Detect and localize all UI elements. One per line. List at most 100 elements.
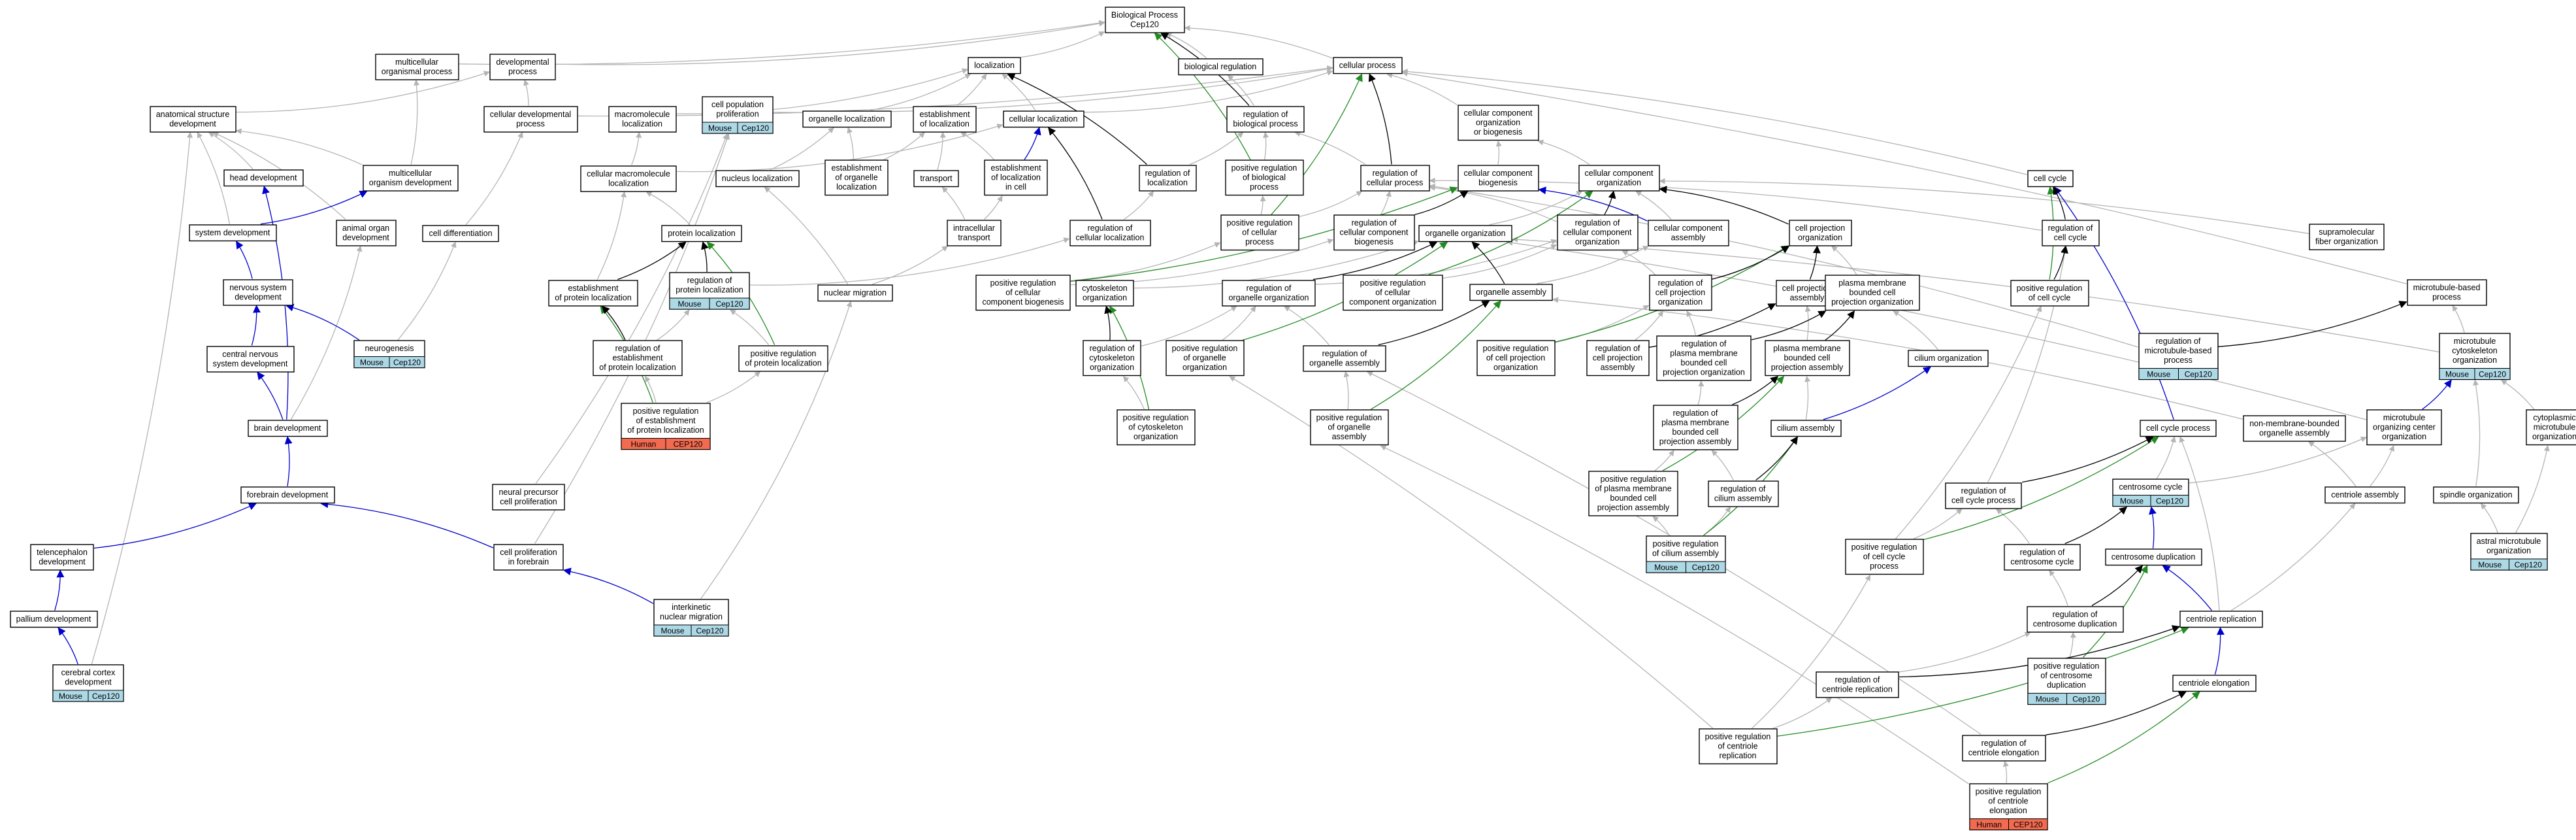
go-term-node-orgorg[interactable]: organelle organization bbox=[1418, 225, 1512, 243]
go-term-node-bioreg[interactable]: biological regulation bbox=[1178, 58, 1264, 76]
go-term-node-cellcycle[interactable]: cell cycle bbox=[2027, 170, 2074, 188]
go-term-node-centasm[interactable]: centriole assembly bbox=[2324, 486, 2405, 504]
go-term-node-regmbp[interactable]: regulation ofmicrotubule-basedprocessMou… bbox=[2138, 333, 2219, 380]
go-term-node-mco[interactable]: microtubulecytoskeletonorganizationMouse… bbox=[2439, 333, 2511, 380]
go-term-node-loc[interactable]: localization bbox=[968, 57, 1021, 75]
go-term-node-orgloc[interactable]: organelle localization bbox=[802, 110, 892, 128]
go-term-node-forebraindev[interactable]: forebrain development bbox=[240, 486, 335, 504]
go-term-node-ciliumorg[interactable]: cilium organization bbox=[1908, 350, 1989, 367]
go-term-node-braindev[interactable]: brain development bbox=[248, 420, 328, 437]
go-term-node-ciliumasm[interactable]: cilium assembly bbox=[1770, 420, 1842, 437]
go-term-node-transport[interactable]: transport bbox=[913, 170, 959, 188]
go-term-node-cellp[interactable]: cellular process bbox=[1333, 57, 1403, 75]
go-term-node-protloc[interactable]: protein localization bbox=[661, 225, 742, 243]
go-term-node-celldiff[interactable]: cell differentiation bbox=[422, 225, 499, 243]
go-term-node-headdev[interactable]: head development bbox=[223, 169, 304, 187]
go-term-node-nucmig[interactable]: nuclear migration bbox=[817, 284, 893, 302]
go-term-node-orgasm[interactable]: organelle assembly bbox=[1469, 284, 1553, 301]
go-term-node-sysdev[interactable]: system development bbox=[189, 224, 277, 242]
go-term-node-nucloc[interactable]: nucleus localization bbox=[715, 170, 800, 188]
go-term-node-centdup[interactable]: centrosome duplication bbox=[2105, 548, 2202, 566]
go-term-node-pallium[interactable]: pallium development bbox=[10, 611, 98, 628]
go-term-node-cellcyclep[interactable]: cell cycle process bbox=[2140, 420, 2217, 437]
go-term-node-spindleorg[interactable]: spindle organization bbox=[2433, 486, 2519, 504]
go-term-node-centelong[interactable]: centriole elongation bbox=[2172, 675, 2257, 692]
